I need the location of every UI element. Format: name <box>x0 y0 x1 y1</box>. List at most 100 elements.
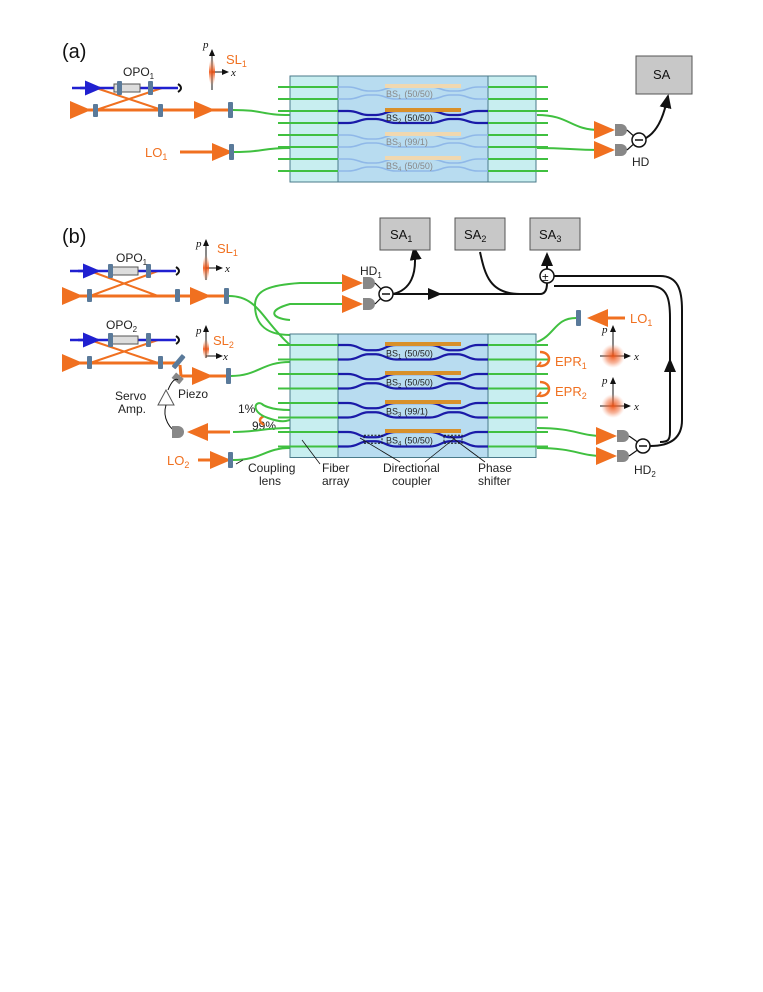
beamsplitter-label: BS2(50/50) <box>386 377 433 389</box>
fiber-array-label: Fiber <box>322 461 349 475</box>
photodiode-icon <box>615 144 627 156</box>
coupling-lens-label-2: lens <box>259 474 281 488</box>
coupling-lens-icon <box>229 144 234 160</box>
servo-amplifier-icon <box>157 388 175 406</box>
axis-p: p <box>195 238 202 250</box>
spectrum-analyzer-box-a <box>635 55 693 95</box>
servo-label-2: Amp. <box>118 402 146 416</box>
axis-x: x <box>222 351 228 363</box>
sl2-label-b: SL2 <box>213 333 234 350</box>
axis-x: x <box>633 351 639 363</box>
input-fiber <box>233 147 291 153</box>
sl1-label-b: SL1 <box>217 241 238 258</box>
beamsplitter-label: BS3(99/1) <box>386 406 428 418</box>
squeezed-state-icon <box>203 339 209 359</box>
phase-shifter-heater <box>385 108 461 112</box>
mirror <box>117 81 122 95</box>
opo1-cavity-a: OPO1 <box>70 65 233 119</box>
phase-shifter-heater <box>385 400 461 404</box>
waveguide <box>338 382 488 390</box>
lo1-label-b: LO1 <box>630 311 652 328</box>
piezo-mirror-icon <box>171 354 186 370</box>
photodiode-icon <box>615 124 627 136</box>
phase-shifter-heater <box>385 371 461 375</box>
homodyne-detector-2: HD2 <box>536 419 683 479</box>
piezo-label: Piezo <box>178 387 208 401</box>
fiber-array-left <box>289 75 339 183</box>
photonic-chip-b: BS1(50/50) BS2(50/50) BS3(99/1) BS4(50/50) <box>278 333 548 458</box>
servo-label: Servo <box>115 389 147 403</box>
beamsplitter-label: BS3(99/1) <box>386 137 428 149</box>
fiber-array-left <box>289 333 339 458</box>
sa3-label: SA3 <box>539 227 561 244</box>
lo1-label-a: LO1 <box>145 145 167 162</box>
axis-p: p <box>202 39 209 51</box>
hd1-label: HD1 <box>360 264 382 280</box>
opo1-label-b: OPO1 <box>116 251 148 267</box>
beamsplitter-label: BS4(50/50) <box>386 435 433 447</box>
mirror <box>148 81 153 95</box>
opo1-cavity-b: OPO1 <box>62 251 229 305</box>
beamsplitter-label: BS1(50/50) <box>386 89 433 101</box>
input-fiber <box>232 109 291 116</box>
waveguide <box>338 353 488 361</box>
beamsplitter-label: BS4(50/50) <box>386 161 433 173</box>
annotations: Coupling lens Fiber array Directional co… <box>235 435 512 488</box>
axis-x: x <box>224 263 230 275</box>
waveguide <box>338 440 488 448</box>
sl2-phase-space-b: p x SL2 <box>195 325 234 363</box>
panel-b: (b) OPO1 p x SL1 <box>62 217 683 488</box>
directional-coupler-outline <box>363 434 383 444</box>
opo2-label-b: OPO2 <box>106 318 138 334</box>
spectrum-analyzer-3-box <box>529 217 581 251</box>
hd-label-a: HD <box>632 155 650 169</box>
mirror <box>93 104 98 117</box>
epr2-output: EPR2 p x <box>536 375 639 418</box>
phase-shifter-heater <box>385 84 461 88</box>
phase-shifter-label-2: shifter <box>478 474 511 488</box>
fiber-array-right <box>487 333 537 458</box>
lo2-label-b: LO2 <box>167 453 189 470</box>
fiber-array-label-2: array <box>322 474 349 488</box>
squeezed-state-icon <box>203 255 209 281</box>
waveguide <box>338 117 488 125</box>
crystal <box>113 83 141 93</box>
axis-p: p <box>601 324 608 336</box>
sl1-label: SL1 <box>226 52 247 69</box>
coupling-lens-icon <box>228 102 233 118</box>
wire-to-sa2 <box>479 251 521 295</box>
phase-shifter-heater <box>385 429 461 433</box>
axis-p: p <box>601 375 608 387</box>
squeezed-state-icon <box>209 58 215 86</box>
axis-x: x <box>230 67 236 79</box>
epr-state-icon <box>601 394 625 418</box>
spectrum-analyzer-1-box <box>379 217 431 251</box>
plus-minus-icon: ± <box>542 270 549 284</box>
waveguide <box>338 142 488 148</box>
fiber-array-right <box>487 75 537 183</box>
sa-label-a: SA <box>653 67 671 82</box>
epr-state-icon <box>601 344 625 368</box>
waveguide <box>338 411 488 419</box>
lo1-input-b: LO1 <box>536 309 652 343</box>
opo2-cavity-b: OPO2 <box>62 318 231 385</box>
homodyne-detector-a: HD <box>536 94 672 169</box>
phase-shifter-heater <box>385 132 461 136</box>
epr1-output: EPR1 p x <box>536 324 639 371</box>
cavity-beam <box>95 87 163 111</box>
sa1-label: SA1 <box>390 227 412 244</box>
directional-coupler-outline <box>443 434 463 444</box>
beam-dump <box>177 83 182 93</box>
photonic-chip-a: BS1(50/50)BS2(50/50)BS3(99/1)BS4(50/50) <box>278 75 548 183</box>
piezo-actuator-icon <box>171 372 184 385</box>
directional-coupler-label-2: coupler <box>392 474 431 488</box>
spectrum-analyzer-2-box <box>454 217 506 251</box>
beamsplitter-label: BS1(50/50) <box>386 348 433 360</box>
chip-body <box>337 75 489 183</box>
hd2-label: HD2 <box>634 463 656 479</box>
directional-coupler-label: Directional <box>383 461 440 475</box>
epr2-label: EPR2 <box>555 384 587 401</box>
axis-x: x <box>633 401 639 413</box>
waveguide <box>338 94 488 100</box>
